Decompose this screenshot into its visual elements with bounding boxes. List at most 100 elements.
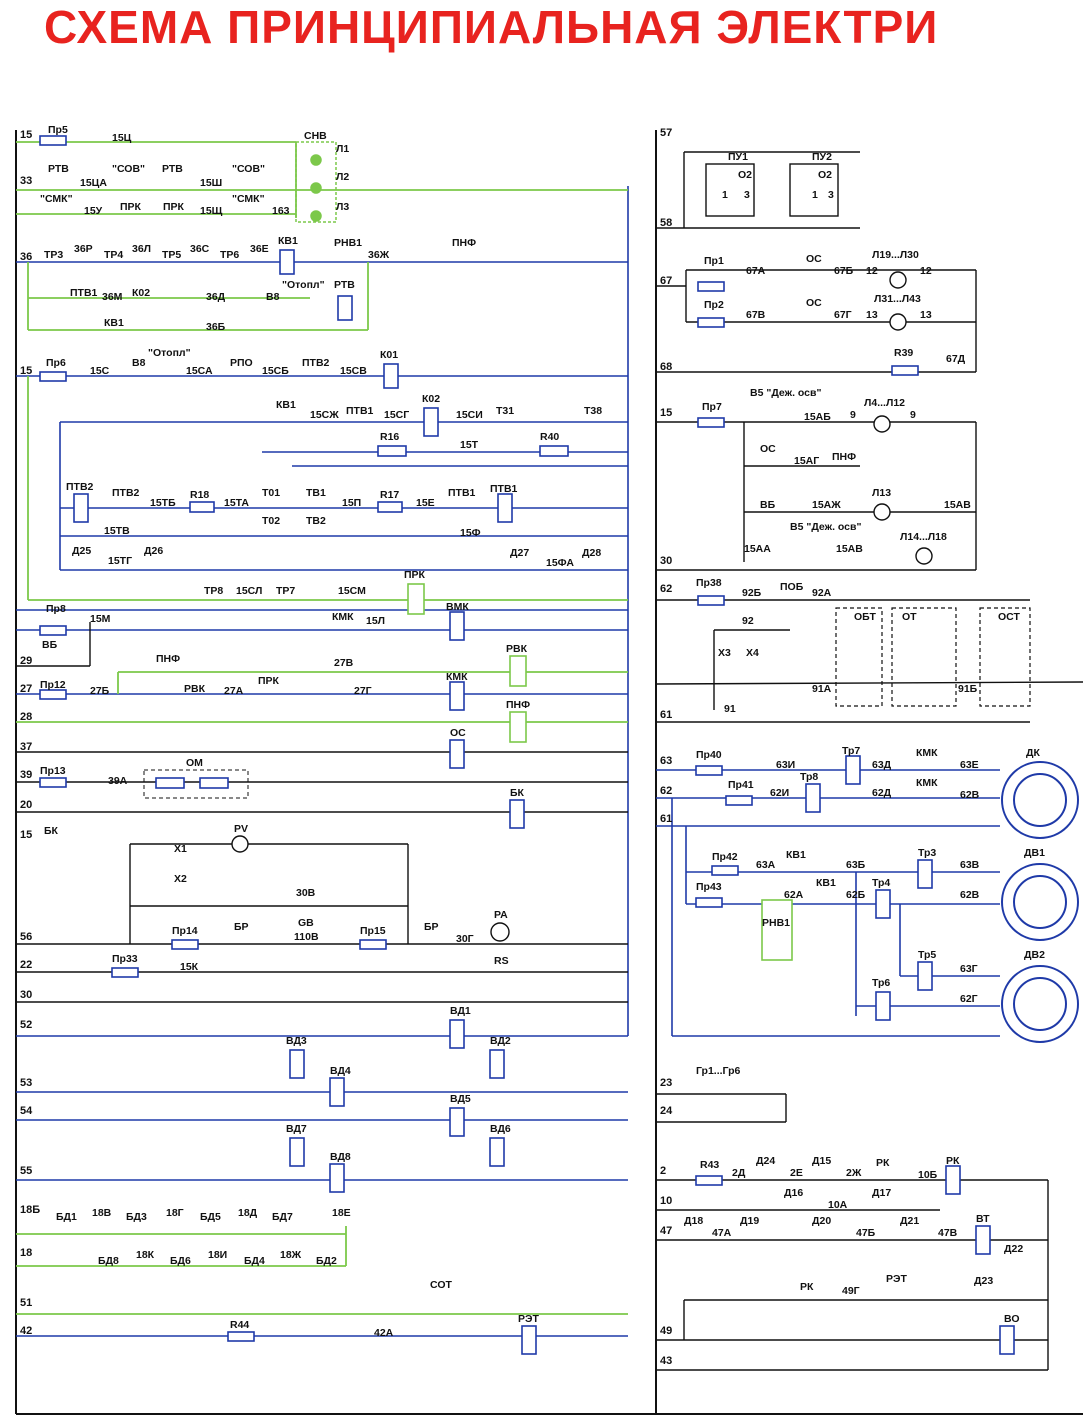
component-label: 15Е [416,497,435,509]
component-label: Т38 [584,405,602,417]
component-label: РЭТ [886,1273,907,1285]
component-label: Х3 [718,647,731,659]
component-label: "СМК" [40,193,73,205]
component-label: 27Г [354,685,372,697]
wire-number-right-11: 23 [660,1077,672,1089]
component-label: ПУ2 [812,151,832,163]
component-label: ПНФ [156,653,180,665]
component-label: 10А [828,1199,848,1211]
component-label: БД6 [170,1255,191,1267]
component-label: 13 [920,309,932,321]
wire-number-left-6: 28 [20,711,32,723]
component-label: БР [424,921,439,933]
component-label: ПОБ [780,581,804,593]
wire-number-right-16: 49 [660,1325,672,1337]
component-label: 15ЦА [80,177,107,189]
lamps-right [873,271,933,565]
component-label: ПРК [120,201,142,213]
component-label: РК [876,1157,890,1169]
component-label: 15СБ [262,365,289,377]
component-label: Л31...Л43 [874,293,921,305]
component-label: 3 [828,189,834,201]
wire-number-right-5: 30 [660,555,672,567]
component-label: Пр6 [46,357,66,369]
component-label: 63Д [872,759,892,771]
component-label: ТР6 [220,249,239,261]
component-label: 36Б [206,321,226,333]
component-label: R16 [380,431,399,443]
component-label: 18В [92,1207,112,1219]
component-label: РЭТ [518,1313,539,1325]
component-label: 67В [746,309,766,321]
component-label: 9 [850,409,856,421]
component-label: 2Е [790,1167,803,1179]
component-label: 62Г [960,993,978,1005]
right-black-lines [655,151,1083,1371]
component-label: КМК [332,611,354,623]
component-label: 3 [744,189,750,201]
component-label: РВК [506,643,528,655]
component-label: Т01 [262,487,280,499]
wire-number-left-12: 22 [20,959,32,971]
component-label: 27Б [90,685,110,697]
component-label: 15СЛ [236,585,262,597]
component-label: 36Ж [368,249,390,261]
component-label: 63Г [960,963,978,975]
wire-number-left-3: 15 [20,365,32,377]
component-label: 15М [90,613,111,625]
component-label: 15АВ [836,543,863,555]
component-label: 15ТБ [150,497,176,509]
component-label: ВТ [976,1213,990,1225]
component-label: Д28 [582,547,601,559]
component-label: РТВ [48,163,69,175]
component-label: ДВ1 [1024,847,1045,859]
component-label: 42А [374,1327,394,1339]
component-label: ДК [1026,747,1040,759]
component-label: Пр33 [112,953,138,965]
wire-number-right-15: 47 [660,1225,672,1237]
component-label: БД7 [272,1211,293,1223]
component-label: КМК [916,777,938,789]
component-label: Пр5 [48,124,68,136]
component-label: 15Ш [200,177,222,189]
component-label: ВД1 [450,1005,471,1017]
wire-number-right-2: 67 [660,275,672,287]
component-label: 36Е [250,243,269,255]
component-label: ТР7 [276,585,295,597]
wire-number-right-9: 62 [660,785,672,797]
component-label: СНВ [304,130,327,142]
component-label: R39 [894,347,913,359]
component-label: PV [234,823,248,835]
component-label: Тр3 [918,847,936,859]
component-label: Пр41 [728,779,754,791]
component-label: ОБТ [854,611,876,623]
component-label: Тр5 [918,949,936,961]
component-label: ПУ1 [728,151,748,163]
component-label: БД5 [200,1211,221,1223]
component-label: ОТ [902,611,917,623]
component-label: ТВ2 [306,515,326,527]
component-label: ТВ1 [306,487,326,499]
component-label: БК [510,787,525,799]
component-label: О2 [818,169,832,181]
component-label: Л13 [872,487,891,499]
wire-number-left-18: 18Б [20,1204,40,1216]
wire-number-left-4: 29 [20,655,32,667]
wire-number-right-14: 10 [660,1195,672,1207]
component-label: Гр1...Гр6 [696,1065,741,1077]
component-label: 15СА [186,365,213,377]
component-label: ВБ [42,639,58,651]
component-label: 47В [938,1227,958,1239]
component-label: ВД8 [330,1151,351,1163]
component-label: ПТВ1 [70,287,98,299]
motors [1001,761,1079,1043]
component-label: 15ТА [224,497,249,509]
component-label: "Отопл" [282,279,325,291]
component-label: КМК [446,671,468,683]
component-label: Д15 [812,1155,831,1167]
component-label: ВД5 [450,1093,471,1105]
wire-number-left-20: 51 [20,1297,32,1309]
component-label: 15АГ [794,455,819,467]
wire-number-left-15: 53 [20,1077,32,1089]
